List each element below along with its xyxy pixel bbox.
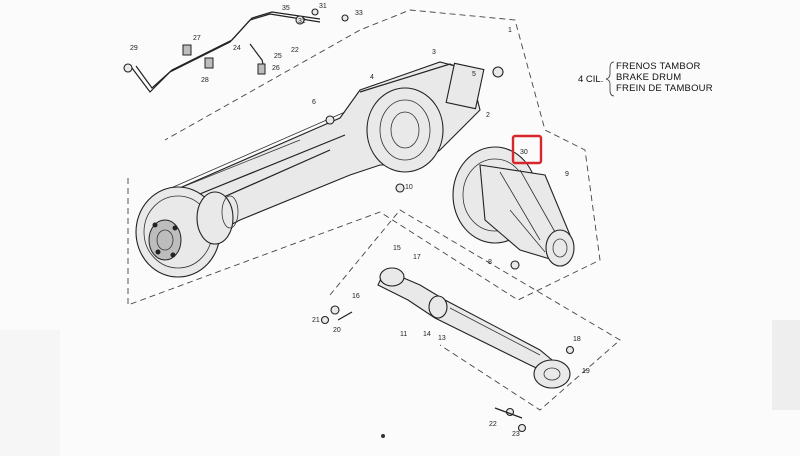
callout-4: 4 bbox=[370, 74, 374, 81]
callout-17: 17 bbox=[413, 254, 421, 261]
callout-8: 8 bbox=[488, 259, 492, 266]
axle-housing bbox=[149, 61, 485, 239]
callout-5: 5 bbox=[472, 71, 476, 78]
callout-16: 16 bbox=[352, 293, 360, 300]
callout-29: 29 bbox=[130, 45, 138, 52]
callout-32: 32 bbox=[298, 18, 306, 25]
callout-26: 26 bbox=[272, 65, 280, 72]
legend-cylinders: 4 CIL. bbox=[578, 74, 603, 85]
callout-14: 14 bbox=[423, 331, 431, 338]
callout-6: 6 bbox=[312, 99, 316, 106]
highlight-part-30[interactable]: 30 bbox=[511, 134, 543, 165]
callout-35: 35 bbox=[282, 5, 290, 12]
callout-27: 27 bbox=[193, 35, 201, 42]
callout-20: 20 bbox=[333, 327, 341, 334]
brake-lines bbox=[123, 8, 349, 93]
callout-22-top: 22 bbox=[291, 47, 299, 54]
drive-shaft bbox=[377, 267, 571, 389]
callout-25: 25 bbox=[274, 53, 282, 60]
callout-22-bottom: 22 bbox=[489, 421, 497, 428]
callout-2: 2 bbox=[486, 112, 490, 119]
highlight-label: 30 bbox=[520, 149, 528, 156]
legend-line-es: FRENOS TAMBOR bbox=[616, 61, 701, 72]
callout-24: 24 bbox=[233, 45, 241, 52]
callout-28: 28 bbox=[201, 77, 209, 84]
callout-23: 23 bbox=[512, 431, 520, 438]
callout-9: 9 bbox=[565, 171, 569, 178]
callout-1: 1 bbox=[508, 27, 512, 34]
callout-11: 11 bbox=[400, 331, 407, 338]
legend: 4 CIL. FRENOS TAMBOR BRAKE DRUM FREIN DE… bbox=[578, 61, 713, 97]
assembly-outlines bbox=[127, 9, 621, 411]
callout-18: 18 bbox=[573, 336, 581, 343]
brake-drum-hub bbox=[135, 186, 239, 278]
paper-texture bbox=[0, 320, 800, 456]
legend-line-en: BRAKE DRUM bbox=[616, 72, 681, 83]
callout-10: 10 bbox=[405, 184, 413, 191]
callout-13: 13 bbox=[438, 335, 446, 342]
legend-line-fr: FREIN DE TAMBOUR bbox=[616, 83, 713, 94]
callout-15: 15 bbox=[393, 245, 401, 252]
hardware-bolts bbox=[320, 66, 575, 438]
callout-33: 33 bbox=[355, 10, 363, 17]
callout-3: 3 bbox=[432, 49, 436, 56]
callout-21: 21 bbox=[312, 317, 320, 324]
differential-carrier bbox=[452, 146, 575, 267]
callout-31: 31 bbox=[319, 3, 327, 10]
callout-labels: 1 2 3 4 5 6 8 9 10 11 13 14 15 16 17 18 … bbox=[130, 3, 590, 438]
callout-19: 19 bbox=[582, 368, 590, 375]
